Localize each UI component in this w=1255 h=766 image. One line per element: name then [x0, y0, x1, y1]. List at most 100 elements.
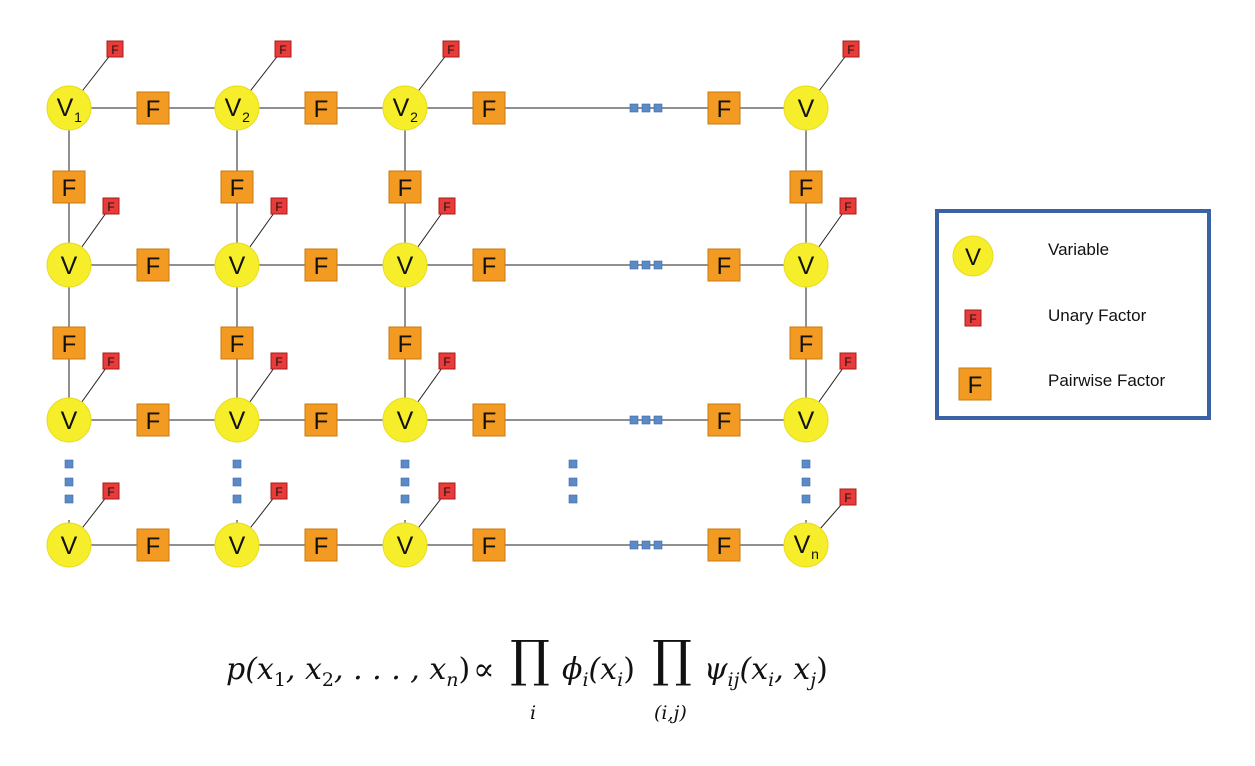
pairwise-factor-letter: F: [230, 331, 245, 358]
pairwise-factor-letter: F: [62, 175, 77, 202]
unary-factor-node: [839, 488, 857, 506]
unary-factor-node: [438, 197, 456, 215]
pairwise-factor-letter: F: [230, 175, 245, 202]
pairwise-factor-letter: F: [482, 408, 497, 435]
unary-factor-node: [442, 40, 460, 58]
pairwise-factor-letter: F: [146, 408, 161, 435]
pairwise-factor-letter: F: [398, 175, 413, 202]
variable-node-letter: V: [61, 252, 78, 280]
formula-lhs-subn: n: [446, 669, 459, 691]
formula-lhs-sub2: 2: [321, 669, 335, 691]
ellipsis-dot: [801, 477, 811, 487]
legend-label-pairwise-factor: Pairwise Factor: [1048, 371, 1166, 390]
pairwise-factor-node: [304, 403, 338, 437]
unary-factor-letter: F: [443, 200, 450, 214]
unary-factor-letter: F: [111, 43, 118, 57]
ellipsis-dot: [629, 415, 639, 425]
variable-node-letter: V: [229, 407, 246, 435]
unary-factor-node: [270, 197, 288, 215]
legend: V F F Variable Unary Factor Pairwise Fac…: [935, 209, 1211, 420]
unary-factor-letter: F: [447, 43, 454, 57]
legend-label-variable: Variable: [1048, 240, 1110, 259]
unary-factor-node: [102, 197, 120, 215]
pairwise-factor-node: [707, 248, 741, 282]
pairwise-factor-icon-letter: F: [968, 372, 983, 399]
pairwise-factor-node: [789, 170, 823, 204]
legend-label-unary-factor: Unary Factor: [1048, 306, 1147, 325]
pairwise-factor-node: [304, 248, 338, 282]
unary-factor-letter: F: [443, 485, 450, 499]
ellipsis-dot: [641, 540, 651, 550]
variable-node-letter: V: [57, 94, 74, 122]
ellipsis-dot: [400, 459, 410, 469]
variable-node-subscript: 2: [242, 109, 250, 125]
pairwise-factor-letter: F: [799, 175, 814, 202]
variable-node: [382, 85, 428, 131]
unary-factor-node: [102, 482, 120, 500]
unary-factor-letter: F: [107, 485, 114, 499]
unary-factor-letter: F: [107, 355, 114, 369]
pairwise-factor-letter: F: [482, 253, 497, 280]
formula-psi-sub: ij: [727, 669, 740, 691]
formula-prod1: ∏: [510, 630, 550, 688]
variable-node-letter: V: [798, 407, 815, 435]
variable-node: [783, 242, 829, 288]
pairwise-factor-node: [388, 170, 422, 204]
ellipsis-dot: [801, 459, 811, 469]
variable-node-letter: V: [798, 252, 815, 280]
variable-node: [783, 397, 829, 443]
unary-factor-letter: F: [275, 485, 282, 499]
pairwise-factor-node: [472, 248, 506, 282]
unary-factor-icon: F: [964, 309, 982, 327]
ellipsis-dot: [641, 415, 651, 425]
formula-psi-arg: (x: [739, 652, 769, 687]
pairwise-factor-node: [388, 326, 422, 360]
pairwise-factor-node: [707, 403, 741, 437]
unary-factor-node: [839, 352, 857, 370]
unary-factor-letter: F: [275, 200, 282, 214]
variable-node-subscript: 2: [410, 109, 418, 125]
unary-factor-letter: F: [844, 355, 851, 369]
variable-node: [382, 242, 428, 288]
pairwise-factor-node: [52, 170, 86, 204]
ellipsis-dot: [653, 260, 663, 270]
pairwise-factor-node: [707, 91, 741, 125]
pairwise-factor-node: [707, 528, 741, 562]
unary-factor-node: [438, 482, 456, 500]
variable-node: [46, 397, 92, 443]
formula-comma1: , x: [285, 652, 322, 687]
pairwise-factor-letter: F: [482, 533, 497, 560]
ellipsis-dot: [653, 103, 663, 113]
ellipsis-dot: [400, 477, 410, 487]
variable-node-letter: V: [397, 532, 414, 560]
pairwise-factor-letter: F: [717, 96, 732, 123]
ellipsis-dot: [232, 494, 242, 504]
pairwise-factor-letter: F: [314, 533, 329, 560]
pairwise-factor-node: [136, 528, 170, 562]
pairwise-factor-letter: F: [314, 253, 329, 280]
formula-psi-close: ): [816, 652, 828, 687]
variable-node-letter: V: [229, 252, 246, 280]
formula-psi: ψ: [704, 652, 728, 687]
ellipsis-dot: [64, 459, 74, 469]
variable-node-subscript: 1: [74, 109, 82, 125]
unary-factor-letter: F: [275, 355, 282, 369]
unary-factor-node: [106, 40, 124, 58]
unary-factor-node: [438, 352, 456, 370]
pairwise-factor-node: [472, 403, 506, 437]
variable-node-letter: V: [397, 407, 414, 435]
variable-node-letter: V: [61, 407, 78, 435]
variable-node: [214, 397, 260, 443]
formula-psi-arg-sub1: i: [768, 669, 775, 691]
variable-node-letter: V: [225, 94, 242, 122]
variable-node: [46, 85, 92, 131]
pairwise-factor-node: [304, 528, 338, 562]
variable-node: [46, 242, 92, 288]
pairwise-factor-letter: F: [799, 331, 814, 358]
pairwise-factor-node: [472, 528, 506, 562]
variable-node-letter: V: [393, 94, 410, 122]
ellipsis-dot: [64, 477, 74, 487]
pairwise-factor-letter: F: [717, 408, 732, 435]
unary-factor-node: [102, 352, 120, 370]
